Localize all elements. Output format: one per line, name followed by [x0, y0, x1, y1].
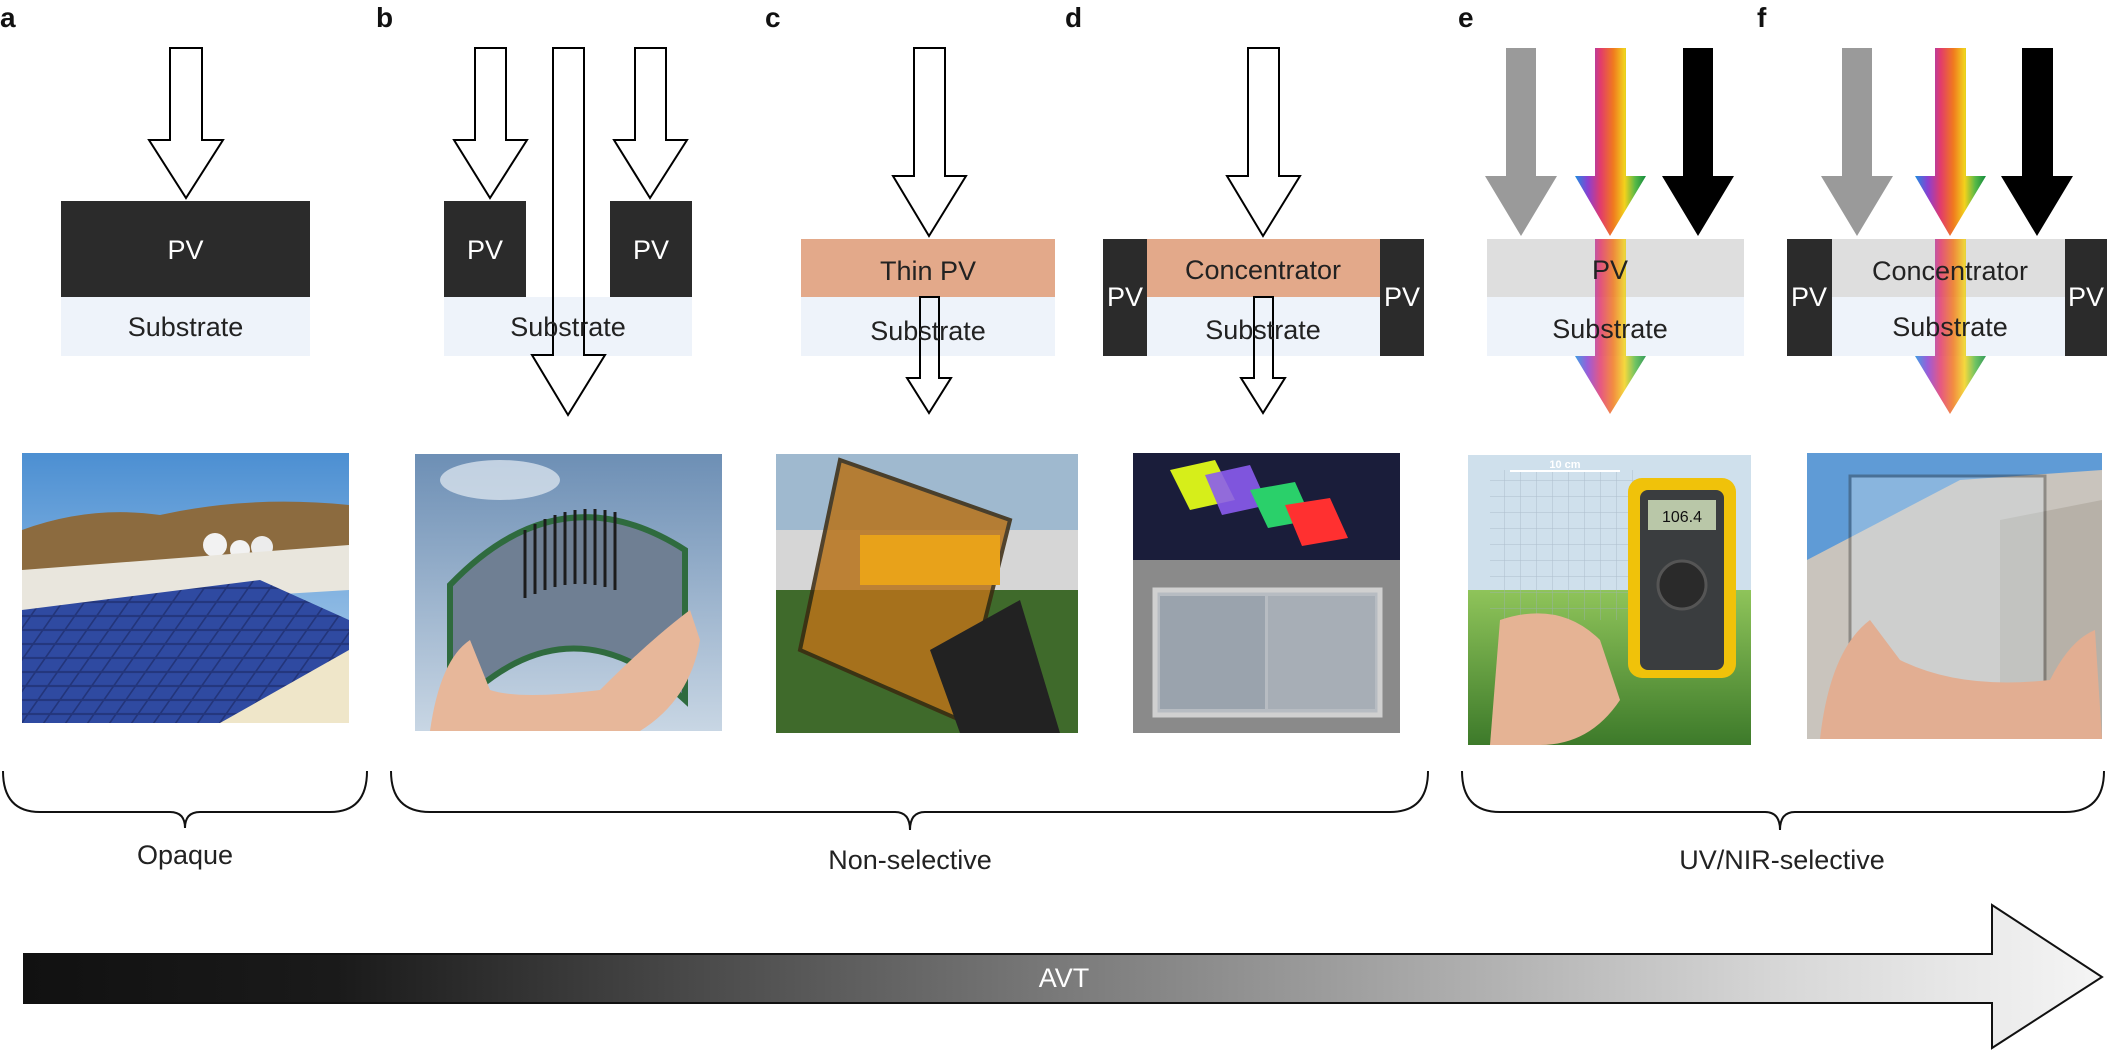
pv-left-label: PV: [1107, 282, 1143, 312]
substrate-label: Substrate: [128, 312, 244, 342]
transmitted-light-arrow: [530, 47, 607, 417]
pv-label: PV: [1592, 255, 1628, 285]
pv-right-layer: [610, 201, 692, 297]
substrate-layer: [444, 297, 692, 356]
pv-right-label: PV: [633, 235, 669, 265]
panel-letter-a: a: [0, 2, 16, 33]
photo-e-transparent-module: 10 cm 106.4: [1468, 455, 1751, 745]
concentrator-layer: [1147, 239, 1380, 297]
transmitted-light-arrow: [1239, 296, 1287, 415]
nir-light-arrow: [2001, 48, 2073, 236]
uv-light-arrow: [1485, 48, 1557, 236]
panel-d-diagram: Concentrator Substrate PV PV: [1103, 47, 1424, 415]
incident-light-arrow: [891, 47, 968, 238]
meter-reading: 106.4: [1662, 509, 1702, 526]
substrate-label: Substrate: [1552, 314, 1668, 344]
photo-a-rooftop-solar: [22, 453, 349, 723]
pv-left-label: PV: [467, 235, 503, 265]
opaque-brace: [2, 770, 368, 829]
substrate-label: Substrate: [510, 312, 626, 342]
substrate-label: Substrate: [1205, 315, 1321, 345]
thin-pv-layer: [801, 239, 1055, 297]
thin-pv-label: Thin PV: [880, 256, 976, 286]
group-label-uv-nir-selective: UV/NIR-selective: [1679, 845, 1885, 875]
incident-light-arrow: [147, 47, 225, 200]
pv-left-layer: [1787, 239, 1832, 356]
visible-light-arrow: [1575, 48, 1646, 236]
panel-letter-d: d: [1065, 2, 1082, 33]
pv-right-layer: [2065, 239, 2107, 356]
panel-c-diagram: Thin PV Substrate: [801, 47, 1055, 415]
group-label-opaque: Opaque: [137, 840, 233, 870]
panel-letter-f: f: [1757, 2, 1767, 33]
panel-b-diagram: PV PV Substrate: [444, 47, 692, 417]
non-selective-brace: [390, 770, 1429, 831]
transmitted-visible-arrow: [1575, 239, 1646, 414]
pv-right-label: PV: [1384, 282, 1420, 312]
incident-light-arrow: [1225, 47, 1302, 238]
photo-c-thin-film: [776, 454, 1078, 733]
avt-label: AVT: [1039, 963, 1090, 993]
uv-nir-selective-brace: [1461, 770, 2105, 831]
pv-left-layer: [1103, 239, 1147, 356]
panel-letter-e: e: [1458, 2, 1474, 33]
avt-gradient-arrow: [23, 903, 2104, 1050]
substrate-label: Substrate: [1892, 312, 2008, 342]
pv-left-layer: [444, 201, 526, 297]
substrate-layer: [1147, 297, 1380, 356]
pv-label: PV: [167, 235, 203, 265]
photo-f-clear-module: [1807, 453, 2102, 739]
concentrator-label: Concentrator: [1185, 255, 1341, 285]
panel-a-diagram: PV Substrate: [61, 47, 310, 356]
pv-right-label: PV: [2068, 282, 2104, 312]
scale-label: 10 cm: [1549, 459, 1580, 471]
substrate-label: Substrate: [870, 316, 986, 346]
photo-b-flexible-cell: [415, 454, 722, 731]
pv-layer: [61, 201, 310, 297]
group-label-non-selective: Non-selective: [828, 845, 992, 875]
panel-f-diagram: PV PV Concentrator Substrate: [1787, 48, 2107, 414]
concentrator-label: Concentrator: [1872, 256, 2028, 286]
photo-d-luminescent-concentrator: [1133, 453, 1400, 733]
transmitted-light-arrow: [905, 296, 953, 415]
incident-light-arrow-right: [612, 47, 689, 200]
uv-light-arrow: [1821, 48, 1893, 236]
substrate-layer: [61, 297, 310, 356]
panel-letter-c: c: [765, 2, 781, 33]
panel-letter-b: b: [376, 2, 393, 33]
visible-light-arrow: [1915, 48, 1986, 236]
pv-left-label: PV: [1791, 282, 1827, 312]
panel-e-diagram: PV Substrate: [1485, 48, 1744, 414]
transmitted-visible-arrow: [1915, 239, 1986, 414]
pv-right-layer: [1380, 239, 1424, 356]
substrate-layer: [801, 297, 1055, 356]
nir-light-arrow: [1662, 48, 1734, 236]
incident-light-arrow-left: [452, 47, 529, 200]
